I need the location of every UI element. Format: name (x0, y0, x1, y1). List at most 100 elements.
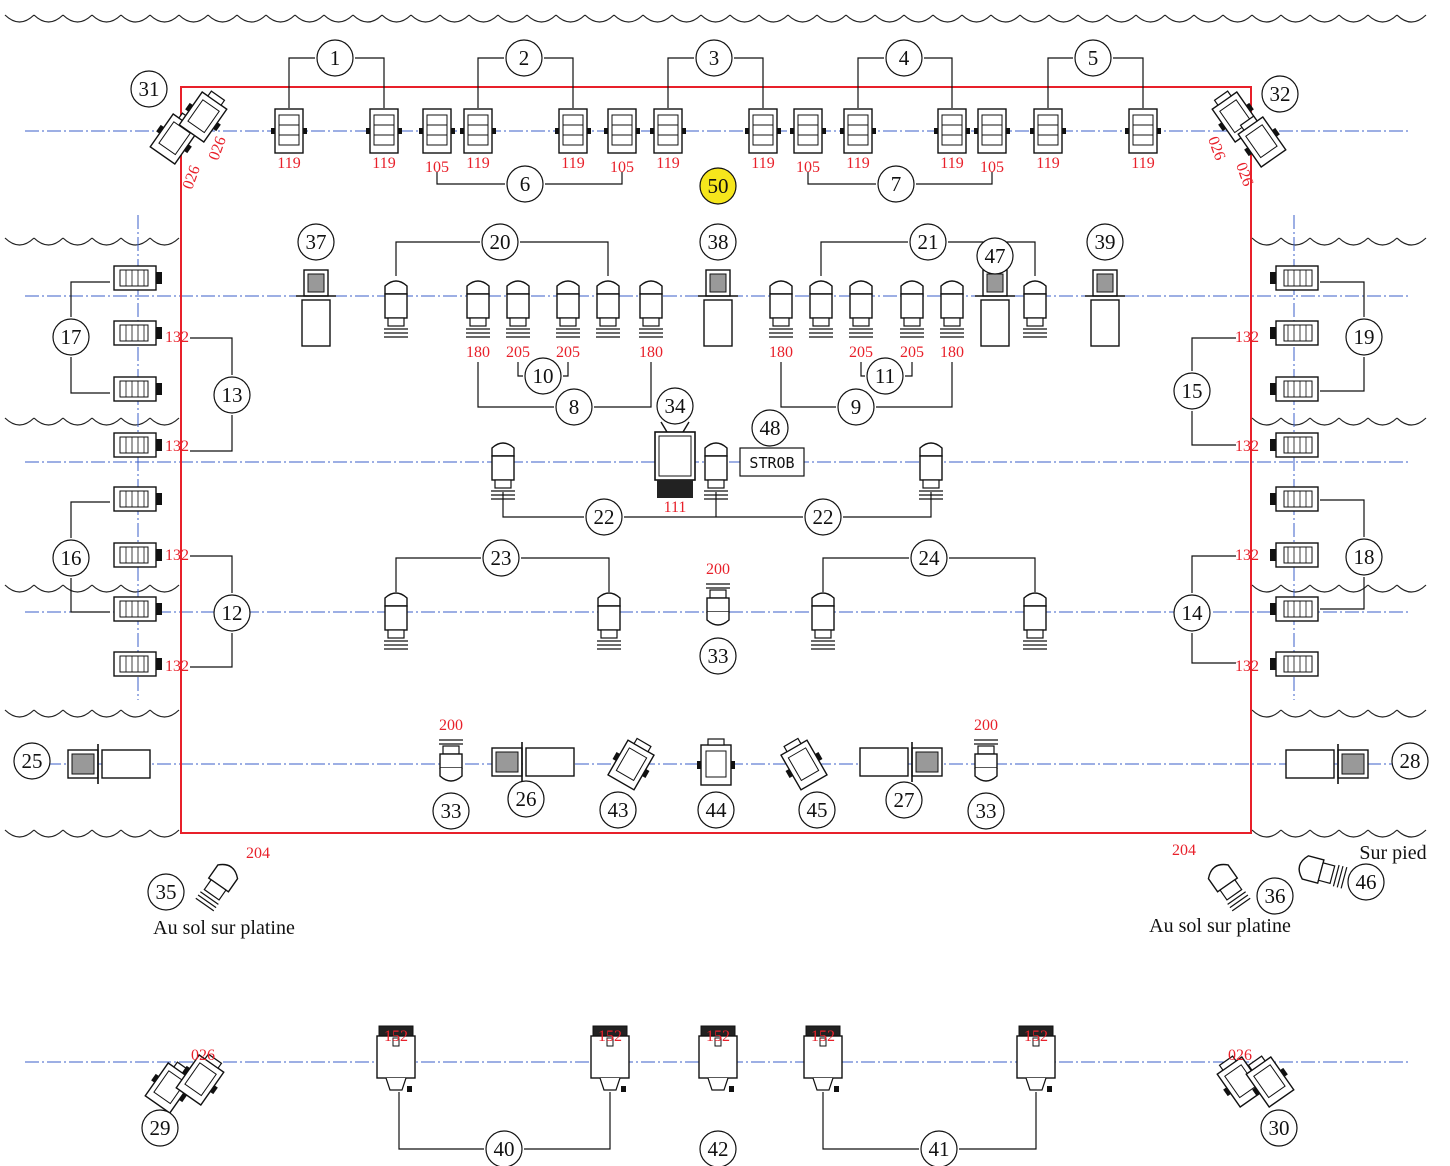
profile-fixture-icon (439, 739, 463, 782)
drape (1251, 417, 1427, 426)
fixture-callout: 48 (751, 409, 789, 447)
profile-fixture-icon (849, 280, 873, 338)
fixture-callout: 44 (697, 791, 735, 829)
group-link (1191, 633, 1236, 664)
gel-label: 152 (811, 1028, 835, 1045)
placement-note: Au sol sur platine (1149, 915, 1291, 937)
gel-label: 205 (506, 344, 530, 361)
fixture-callout: 50 (699, 167, 737, 205)
gel-label: 200 (439, 717, 463, 734)
gel-label: 180 (940, 344, 964, 361)
callout-number: 41 (929, 1137, 950, 1161)
drape (1251, 829, 1427, 838)
fixture-callout: 23 (482, 539, 520, 577)
callout-circle (1086, 223, 1124, 261)
profile-fixture-icon (384, 280, 408, 338)
callout-number: 33 (708, 644, 729, 668)
group-link (905, 362, 913, 377)
fixture-callout: 15 (1173, 372, 1211, 410)
drape (4, 829, 180, 838)
callout-circle (699, 223, 737, 261)
callout-number: 28 (1400, 749, 1421, 773)
callout-circle (1345, 538, 1383, 576)
gel-label: 180 (466, 344, 490, 361)
fixture-callout: 43 (599, 791, 637, 829)
fixture-callout: 30 (1260, 1109, 1298, 1147)
callout-circle (1345, 318, 1383, 356)
wash-fixture-icon (113, 320, 162, 346)
wash-fixture-icon (113, 542, 162, 568)
drape (1251, 584, 1427, 593)
callout-circle (52, 318, 90, 356)
gel-label: 119 (1131, 155, 1154, 172)
fixture-callout: 45 (798, 791, 836, 829)
fixture-callout: 19 (1345, 318, 1383, 356)
callout-number: 17 (61, 325, 82, 349)
fixture-callout: 20 (481, 223, 519, 261)
callout-circle (909, 223, 947, 261)
callout-circle (920, 1130, 958, 1166)
callout-number: 3 (709, 46, 720, 70)
moving-head-icon (607, 737, 655, 791)
gel-label: 152 (706, 1028, 730, 1045)
fixture-callout: 18 (1345, 538, 1383, 576)
par-fixture-icon (698, 1025, 738, 1092)
callout-circle (699, 1130, 737, 1166)
group-link (355, 57, 385, 108)
wash-fixture-icon (1270, 376, 1319, 402)
beam-fixture-icon (975, 269, 1015, 347)
gel-label: 204 (246, 845, 270, 862)
callout-number: 1 (330, 46, 341, 70)
callout-circle (656, 387, 694, 425)
callout-number: 33 (976, 799, 997, 823)
group-link (876, 362, 953, 408)
par-fixture-icon (803, 1025, 843, 1092)
group-link (521, 557, 610, 592)
group-link (820, 241, 908, 276)
gel-label: 105 (796, 159, 820, 176)
wash-fixture-icon (1270, 320, 1319, 346)
callout-circle (751, 409, 789, 447)
wash-fixture-icon (1270, 651, 1319, 677)
cyc-fixture-icon (1285, 744, 1369, 784)
gel-label: 152 (598, 1028, 622, 1045)
par-fixture-icon (376, 1025, 416, 1092)
callout-circle (141, 1109, 179, 1147)
callout-circle (599, 791, 637, 829)
profile-fixture-icon (1023, 592, 1047, 650)
gel-label: 152 (1024, 1028, 1048, 1045)
group-link (545, 172, 623, 185)
floor-fixture-icon (195, 863, 239, 912)
gel-label: 105 (610, 159, 634, 176)
group-link (190, 555, 233, 593)
callout-number: 26 (516, 787, 537, 811)
callout-circle (804, 498, 842, 536)
fixture-callout: 22 (804, 498, 842, 536)
cyc-fixture-icon (859, 742, 943, 782)
callout-number: 9 (851, 395, 862, 419)
callout-number: 2 (519, 46, 530, 70)
group-link (1320, 499, 1365, 537)
callout-circle (130, 70, 168, 108)
gel-label: 132 (165, 438, 189, 455)
pc-fixture-icon (1030, 108, 1066, 154)
fixture-callout: 29 (141, 1109, 179, 1147)
gel-label: 205 (556, 344, 580, 361)
fixture-callout: 10 (524, 357, 562, 395)
group-link (1320, 281, 1365, 317)
profile-fixture-icon (384, 592, 408, 650)
group-link (520, 241, 609, 276)
group-link (924, 57, 953, 108)
pc-fixture-icon (419, 108, 455, 154)
placement-note: Au sol sur platine (153, 917, 295, 939)
fixture-callout: 3 (695, 39, 733, 77)
cyc-fixture-icon (491, 742, 575, 782)
pc-fixture-icon (934, 108, 970, 154)
par-fixture-icon (590, 1025, 630, 1092)
callout-circle (52, 539, 90, 577)
profile-fixture-icon (704, 442, 728, 500)
callout-circle (866, 357, 904, 395)
profile-fixture-icon (506, 280, 530, 338)
fixture-callout: 46 (1347, 863, 1385, 901)
group-link (436, 172, 505, 185)
